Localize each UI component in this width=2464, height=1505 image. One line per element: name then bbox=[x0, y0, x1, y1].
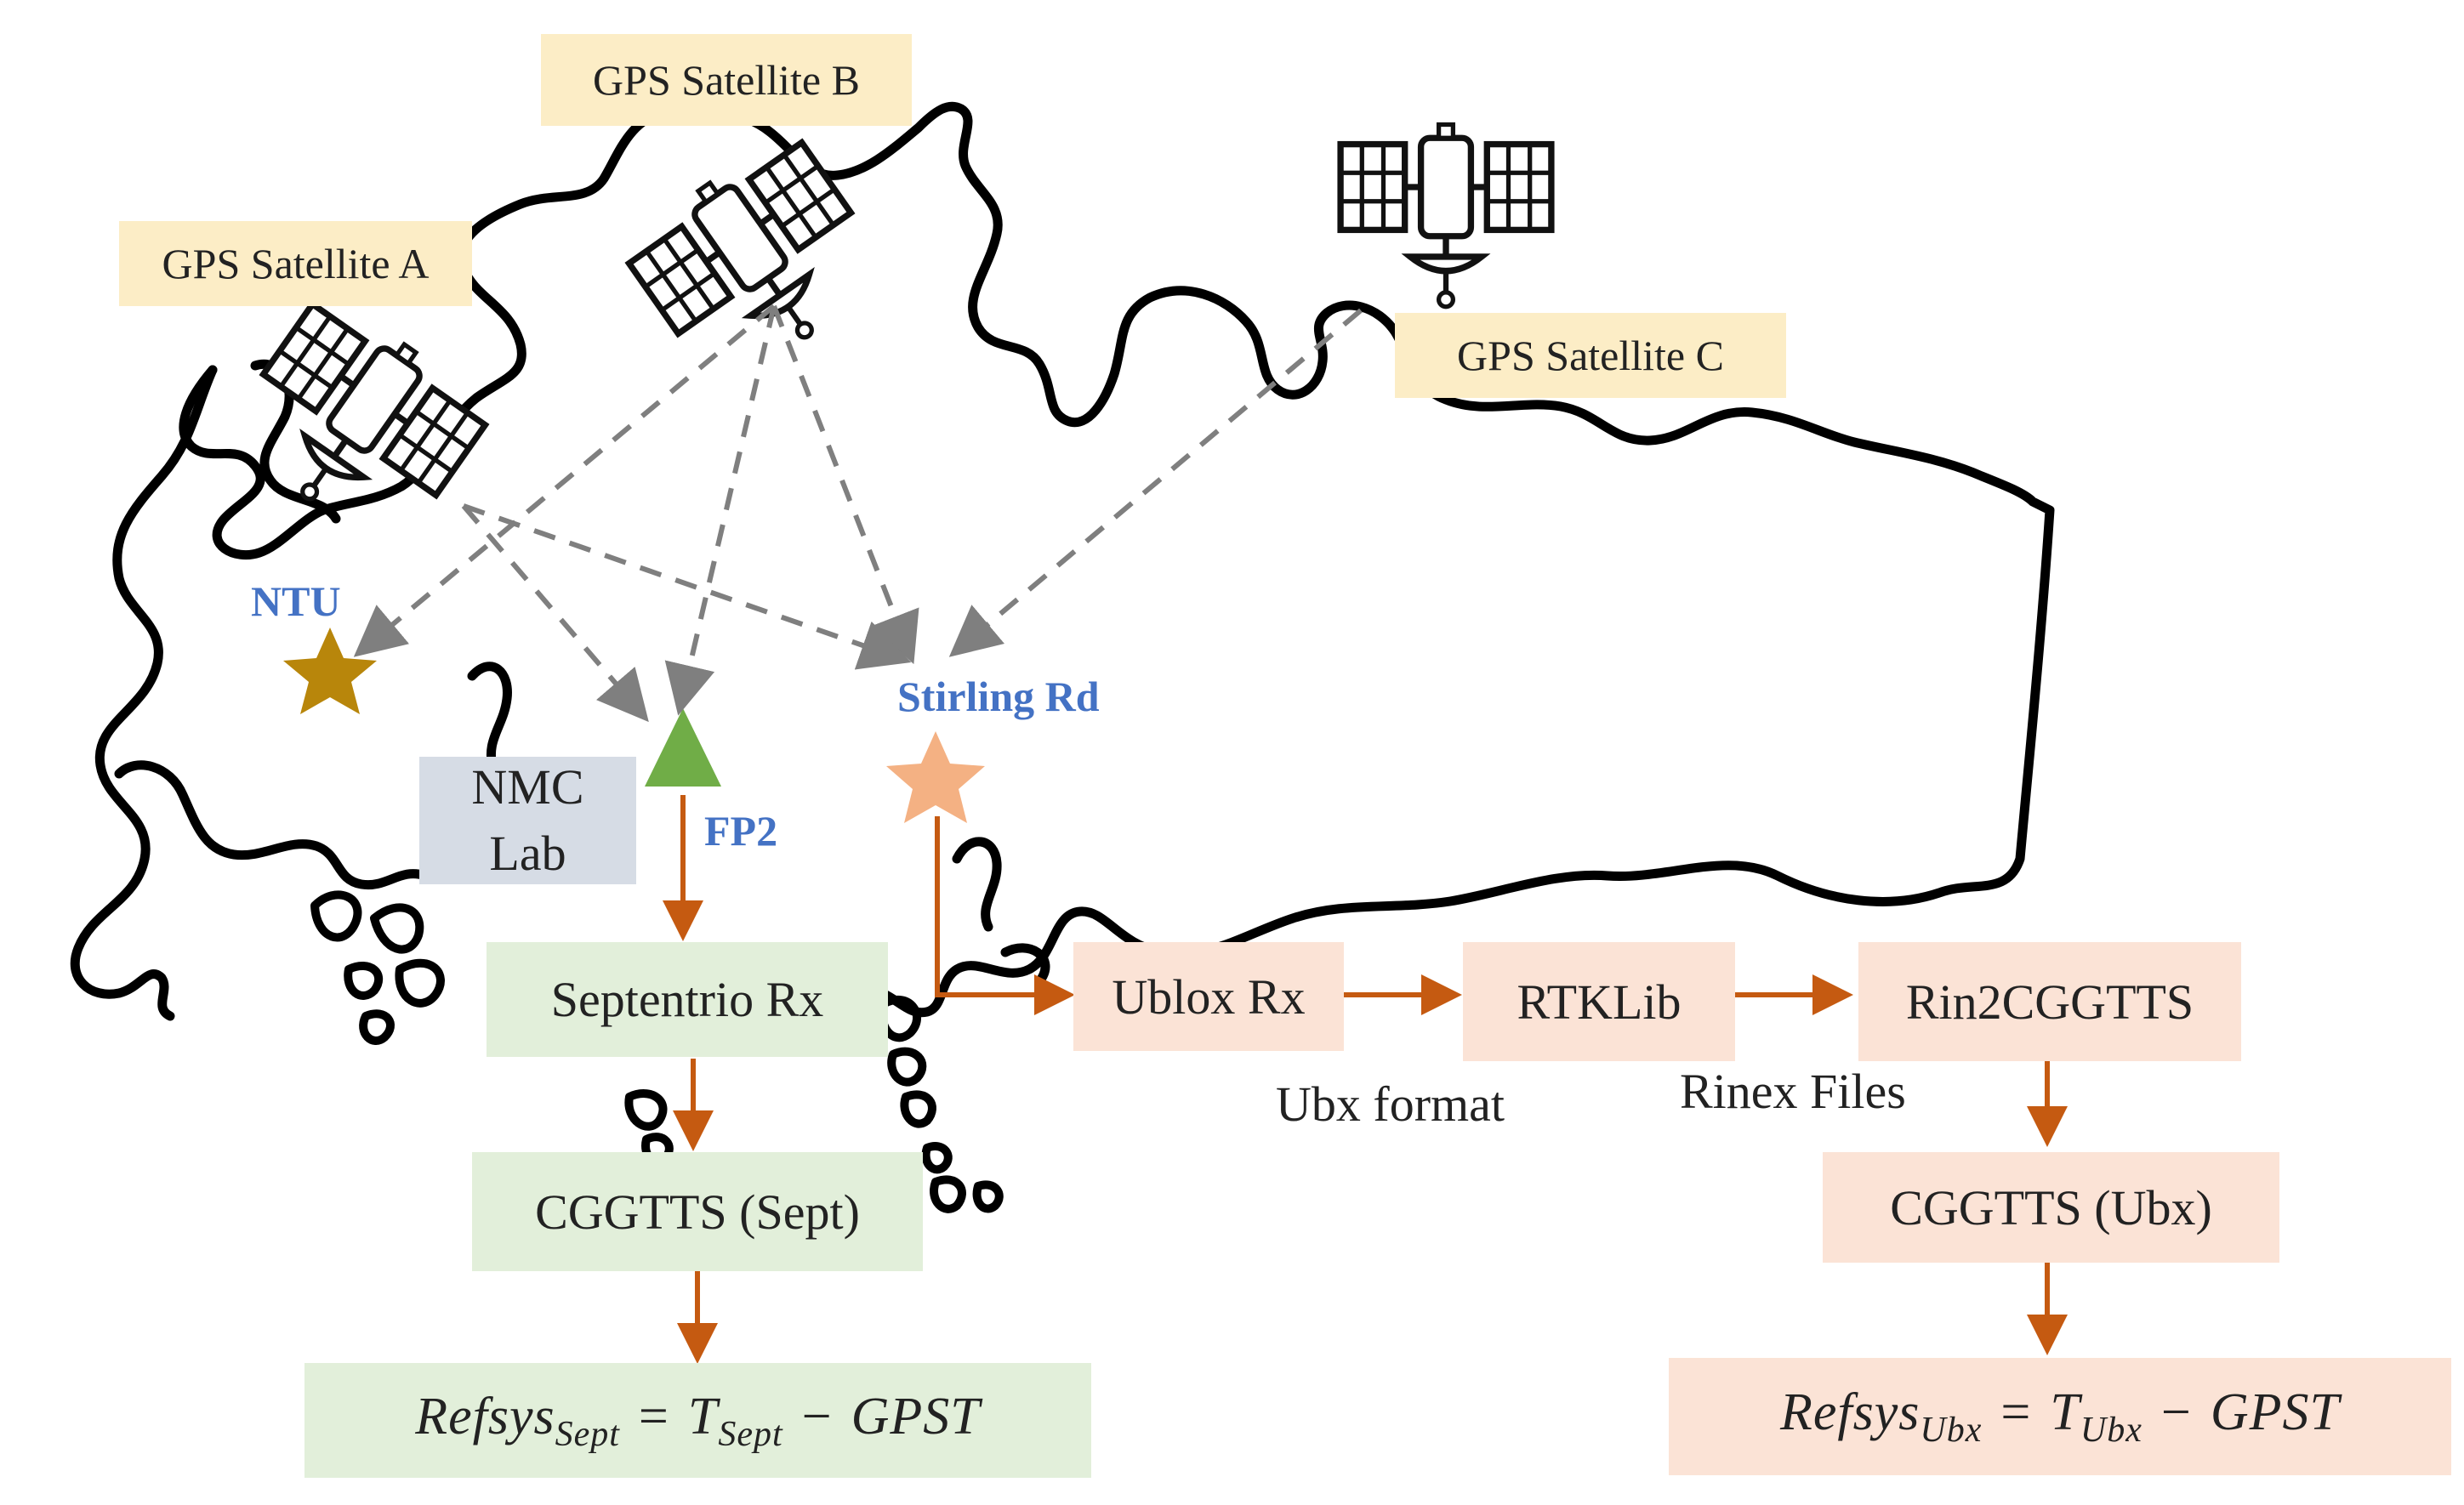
cggtts-sept-node: CGGTTS (Sept) bbox=[472, 1152, 923, 1271]
satellite-b-label: GPS Satellite B bbox=[541, 34, 912, 126]
ublox-rx-node: Ublox Rx bbox=[1073, 942, 1344, 1051]
process-arrows bbox=[663, 795, 2068, 1364]
stirling-star-icon bbox=[886, 731, 985, 823]
formula-ubx-lhs-sub: Ubx bbox=[1920, 1411, 1983, 1450]
signal-lines bbox=[353, 304, 1363, 723]
edge-label-rinex-files: Rinex Files bbox=[1680, 1064, 1906, 1119]
ntu-star-icon bbox=[283, 628, 377, 714]
formula-ubx-rhs: GPST bbox=[2210, 1383, 2340, 1441]
formula-sept-lhs: Refsys bbox=[415, 1387, 555, 1445]
formula-ubx-t: T bbox=[2050, 1383, 2080, 1441]
formula-sept-eq: = bbox=[638, 1387, 669, 1445]
formula-ubx-lhs: Refsys bbox=[1780, 1383, 1921, 1441]
formula-sept-lhs-sub: Sept bbox=[555, 1414, 620, 1454]
site-label-ntu: NTU bbox=[251, 577, 341, 625]
site-label-stirling: Stirling Rd bbox=[897, 673, 1100, 720]
refsys-ubx-formula: RefsysUbx=TUbx−GPST bbox=[1669, 1358, 2451, 1475]
nmc-lab-box: NMC Lab bbox=[419, 757, 636, 884]
fp2-triangle-icon bbox=[645, 708, 721, 787]
septentrio-rx-node: Septentrio Rx bbox=[487, 942, 888, 1057]
formula-sept-rhs: GPST bbox=[851, 1387, 981, 1445]
edge-label-ubx-format: Ubx format bbox=[1276, 1076, 1505, 1132]
site-label-fp2: FP2 bbox=[704, 807, 778, 855]
rin2cggtts-node: Rin2CGGTTS bbox=[1858, 942, 2241, 1061]
refsys-sept-formula: RefsysSept=TSept−GPST bbox=[304, 1363, 1091, 1478]
satellite-a-label: GPS Satellite A bbox=[119, 221, 472, 306]
rtklib-node: RTKLib bbox=[1463, 942, 1735, 1061]
formula-ubx-minus: − bbox=[2160, 1383, 2192, 1441]
coastline bbox=[70, 101, 2055, 1021]
formula-ubx-t-sub: Ubx bbox=[2080, 1411, 2142, 1450]
formula-ubx-eq: = bbox=[2000, 1383, 2032, 1441]
satellite-c-label: GPS Satellite C bbox=[1395, 313, 1786, 398]
nmc-lab-line2: Lab bbox=[489, 826, 566, 881]
formula-sept-minus: − bbox=[801, 1387, 833, 1445]
formula-sept-t-sub: Sept bbox=[718, 1414, 783, 1454]
cggtts-ubx-node: CGGTTS (Ubx) bbox=[1823, 1152, 2279, 1263]
formula-sept-t: T bbox=[687, 1387, 719, 1445]
nmc-lab-line1: NMC bbox=[471, 759, 584, 815]
